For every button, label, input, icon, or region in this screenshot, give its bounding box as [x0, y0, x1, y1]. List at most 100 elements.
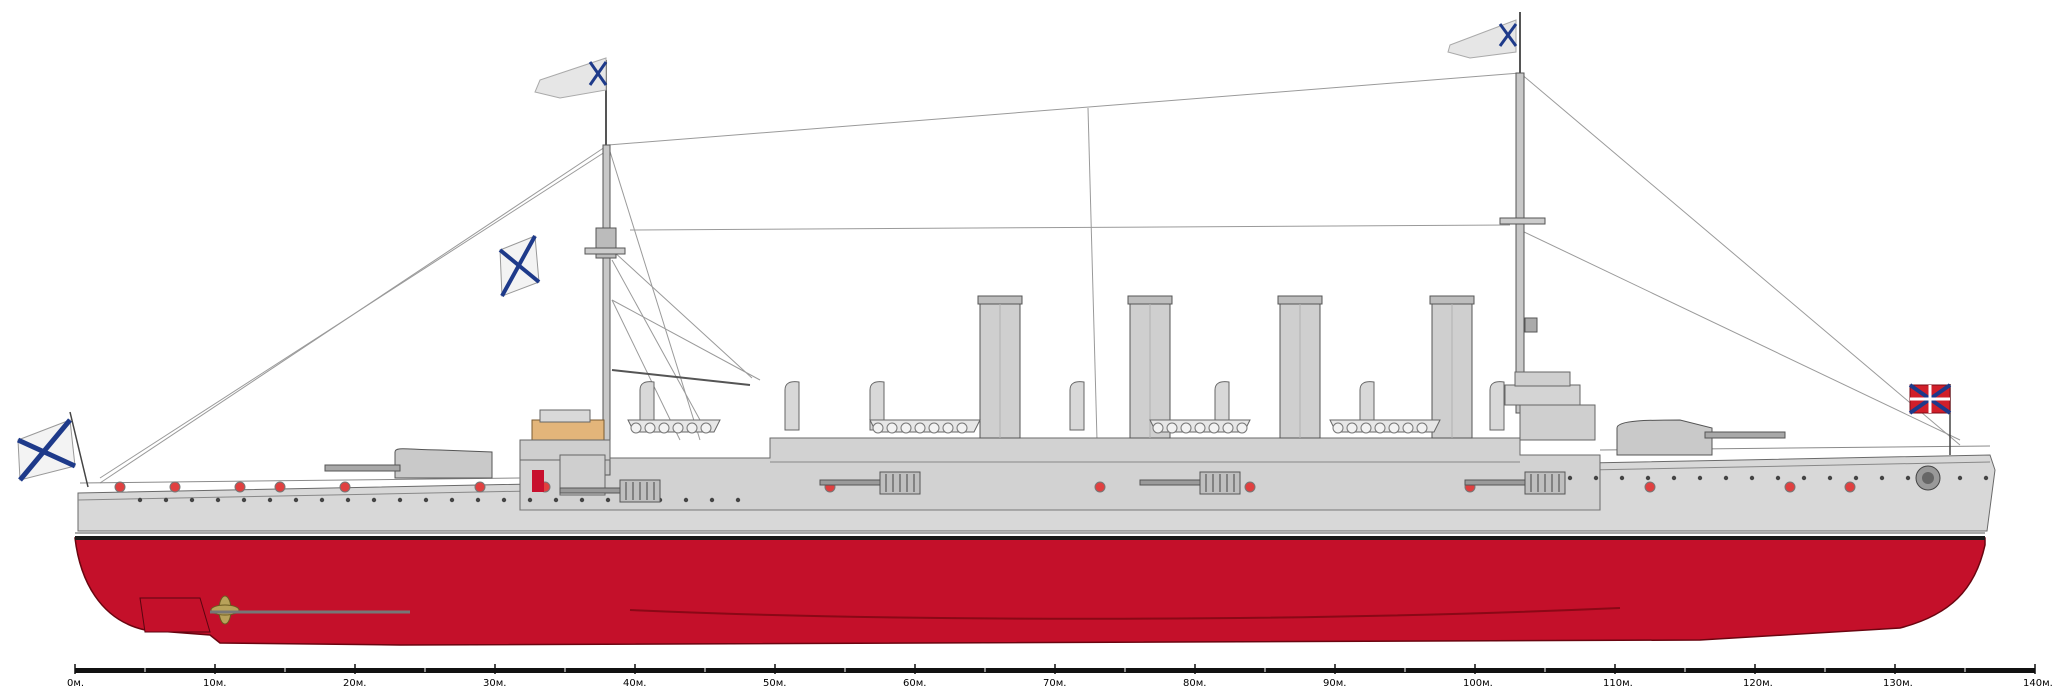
scale-label: 100м.: [1463, 678, 1493, 689]
porthole: [345, 497, 351, 503]
porthole: [1801, 475, 1807, 481]
anchor-icon: [1915, 465, 1941, 491]
funnel: [1127, 295, 1173, 439]
boat: [1329, 419, 1441, 434]
porthole: [449, 497, 455, 503]
porthole: [553, 497, 559, 503]
mainmast: [1499, 12, 1546, 414]
scale-label: 50м.: [763, 678, 786, 689]
st-andrew-pennant-icon: [534, 57, 608, 99]
porthole: [1567, 475, 1573, 481]
rudder: [139, 597, 211, 633]
porthole: [137, 497, 143, 503]
porthole: [1775, 475, 1781, 481]
casemate-guns: [559, 471, 1566, 503]
porthole: [1619, 475, 1625, 481]
casemate-gun: [559, 479, 661, 503]
porthole: [423, 497, 429, 503]
ships-boats: [627, 419, 1441, 434]
porthole: [1905, 475, 1911, 481]
scale-label: 40м.: [623, 678, 646, 689]
porthole-light: [1094, 481, 1106, 493]
boat: [627, 419, 721, 434]
porthole: [1671, 475, 1677, 481]
st-andrew-flag-icon: [16, 411, 89, 488]
fore-bridge: [519, 409, 611, 496]
porthole: [1879, 475, 1885, 481]
boat: [869, 419, 981, 434]
ventilator-cowl: [869, 381, 885, 431]
porthole-light: [339, 481, 351, 493]
porthole: [189, 497, 195, 503]
porthole: [683, 497, 689, 503]
boat: [1149, 419, 1251, 434]
porthole: [1645, 475, 1651, 481]
casemate-gun: [1464, 471, 1566, 495]
porthole: [1749, 475, 1755, 481]
casemate-gun: [1139, 471, 1241, 495]
aft-turret: [1616, 419, 1786, 456]
porthole-light: [1844, 481, 1856, 493]
propeller-icon: [210, 595, 410, 625]
st-andrew-pennant-icon: [1447, 19, 1518, 59]
after-bridge: [1504, 371, 1596, 441]
naval-jack-icon: [1908, 383, 1952, 455]
porthole: [735, 497, 741, 503]
rigging: [99, 72, 1961, 484]
ventilator-cowl: [1489, 381, 1505, 431]
scale-label: 130м.: [1883, 678, 1913, 689]
porthole: [475, 497, 481, 503]
porthole-light: [1644, 481, 1656, 493]
porthole: [1723, 475, 1729, 481]
ventilator-cowl: [639, 381, 655, 431]
scale-bar: 0м.10м.20м.30м.40м.50м.60м.70м.80м.90м.1…: [67, 664, 2053, 689]
st-andrew-flag-icon: [498, 235, 541, 297]
scale-label: 10м.: [203, 678, 226, 689]
porthole: [293, 497, 299, 503]
porthole: [371, 497, 377, 503]
scale-label: 140м.: [2023, 678, 2053, 689]
porthole: [709, 497, 715, 503]
ventilator-cowl: [784, 381, 800, 431]
ventilator-cowl: [1214, 381, 1230, 431]
porthole: [1957, 475, 1963, 481]
scale-label: 30м.: [483, 678, 506, 689]
scale-label: 0м.: [67, 678, 84, 689]
funnels: [977, 295, 1475, 439]
porthole: [267, 497, 273, 503]
ventilator-cowls: [639, 381, 1505, 431]
scale-label: 60м.: [903, 678, 926, 689]
porthole: [241, 497, 247, 503]
hull-underwater: [74, 537, 1986, 646]
forecastle-superstructure: [519, 437, 1601, 511]
scale-label: 90м.: [1323, 678, 1346, 689]
porthole-light: [234, 481, 246, 493]
ventilator-cowl: [1359, 381, 1375, 431]
porthole: [163, 497, 169, 503]
porthole: [215, 497, 221, 503]
foremast: [584, 60, 751, 476]
fore-turret: [324, 448, 493, 479]
porthole-light: [1244, 481, 1256, 493]
scale-label: 80м.: [1183, 678, 1206, 689]
porthole: [1983, 475, 1989, 481]
porthole-light: [474, 481, 486, 493]
funnel: [1429, 295, 1475, 439]
porthole-light: [114, 481, 126, 493]
funnel: [1277, 295, 1323, 439]
porthole: [319, 497, 325, 503]
porthole: [1697, 475, 1703, 481]
scale-label: 20м.: [343, 678, 366, 689]
porthole: [1827, 475, 1833, 481]
porthole-light: [274, 481, 286, 493]
porthole: [579, 497, 585, 503]
scale-label: 120м.: [1743, 678, 1773, 689]
porthole: [501, 497, 507, 503]
scale-label: 110м.: [1603, 678, 1633, 689]
casemate-gun: [819, 471, 921, 495]
ventilator-cowl: [1069, 381, 1085, 431]
porthole: [527, 497, 533, 503]
porthole: [397, 497, 403, 503]
